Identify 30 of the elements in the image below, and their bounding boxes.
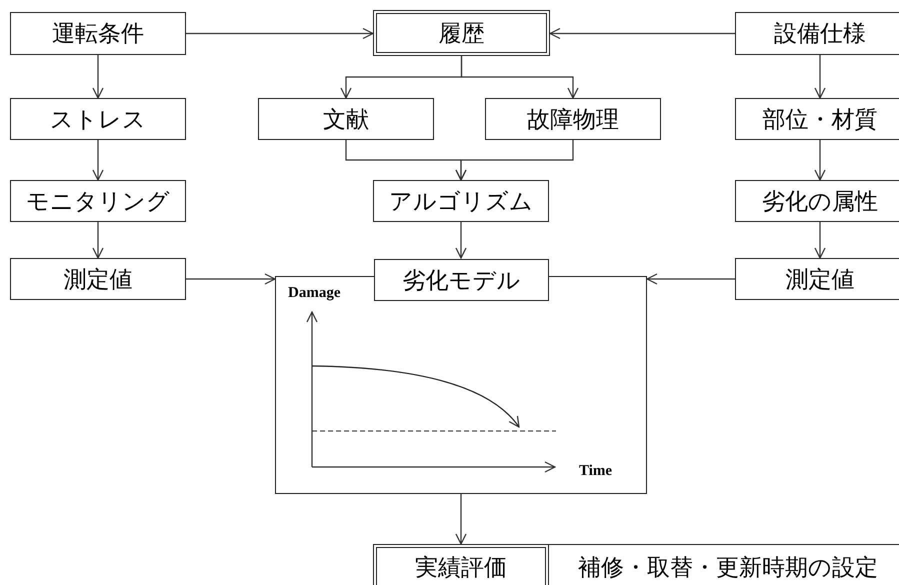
process-box: 劣化の属性 <box>735 180 899 222</box>
process-box: モニタリング <box>10 180 186 222</box>
process-box: 測定値 <box>735 258 899 300</box>
process-box: 設備仕様 <box>735 12 899 55</box>
box-heading: 劣化モデル <box>374 259 549 301</box>
process-box: 部位・材質 <box>735 98 899 140</box>
process-box: 運転条件 <box>10 12 186 55</box>
arrow <box>814 55 826 99</box>
arrow <box>549 28 735 40</box>
arrow <box>186 28 374 40</box>
process-box: 実績評価 <box>373 544 549 585</box>
process-box: 履歴 <box>373 10 550 56</box>
axis-label: Time <box>579 463 612 480</box>
arrow <box>92 140 104 181</box>
process-box: ストレス <box>10 98 186 140</box>
arrow <box>455 494 467 545</box>
arrow <box>460 56 579 99</box>
process-box: 故障物理 <box>485 98 661 140</box>
process-box: アルゴリズム <box>373 180 549 222</box>
axis-label: Damage <box>288 285 340 302</box>
arrow <box>92 55 104 99</box>
arrow <box>92 222 104 259</box>
arrow <box>186 273 276 285</box>
process-box: 測定値 <box>10 258 186 300</box>
arrow <box>814 140 826 181</box>
arrow <box>646 273 735 285</box>
arrow <box>814 222 826 259</box>
arrow <box>455 222 467 259</box>
process-box: 文献 <box>258 98 434 140</box>
arrow <box>455 140 574 181</box>
